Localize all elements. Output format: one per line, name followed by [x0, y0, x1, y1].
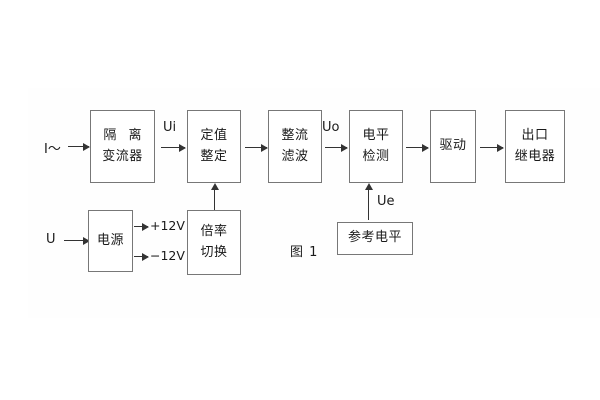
arrow-power-supply-neg12v: [134, 252, 149, 261]
arrow-multiplier-to-setting: [210, 183, 219, 210]
arrow-driver-to-output-relay: [480, 143, 504, 152]
block-level-detect-line2: 检测: [362, 148, 390, 164]
block-setting-line1: 定值: [200, 128, 228, 144]
voltage-input-label: U: [46, 232, 56, 247]
block-rectifier-line2: 滤波: [281, 148, 309, 164]
arrow-rectifier-to-level-detect: [325, 143, 348, 152]
rail-neg12v-label: −12V: [150, 248, 185, 263]
arrow-isolation-to-setting: [161, 143, 186, 152]
block-reference-level[interactable]: 参考电平: [337, 222, 413, 255]
arrow-current-to-isolation: [68, 142, 90, 151]
block-level-detection[interactable]: 电平 检测: [349, 110, 403, 183]
rail-pos12v-label: +12V: [150, 218, 185, 233]
signal-ue-label: Ue: [377, 194, 395, 209]
block-power-supply[interactable]: 电源: [88, 210, 133, 272]
block-reference-level-line1: 参考电平: [347, 230, 402, 246]
block-isolation-line2: 变流器: [102, 148, 143, 164]
block-isolation-line1: 隔 离: [103, 128, 146, 144]
block-rectifier-line1: 整流: [281, 128, 309, 144]
block-output-relay-line1: 出口: [521, 128, 549, 144]
block-power-supply-line1: 电源: [96, 232, 124, 248]
block-driver-line1: 驱动: [439, 138, 467, 154]
block-isolation-transformer[interactable]: 隔 离 变流器: [90, 110, 155, 183]
block-setting-line2: 整定: [200, 148, 228, 164]
arrow-power-supply-pos12v: [134, 222, 149, 231]
arrow-level-detect-to-driver: [406, 143, 429, 152]
block-multiplier-switch[interactable]: 倍率 切换: [187, 210, 241, 275]
current-input-label: I～: [44, 142, 61, 157]
signal-uo-label: Uo: [322, 120, 340, 135]
block-rectifier-filter[interactable]: 整流 滤波: [268, 110, 322, 183]
arrow-reference-to-level-detect: [364, 183, 373, 220]
arrow-setting-to-rectifier: [245, 143, 268, 152]
block-multiplier-line1: 倍率: [200, 224, 228, 240]
block-driver[interactable]: 驱动: [430, 110, 476, 183]
signal-ui-label: Ui: [163, 120, 177, 135]
arrow-voltage-to-power-supply: [64, 236, 90, 245]
block-level-detect-line1: 电平: [362, 128, 390, 144]
block-output-relay[interactable]: 出口 继电器: [505, 110, 565, 183]
block-multiplier-line2: 切换: [200, 244, 228, 260]
block-value-setting[interactable]: 定值 整定: [187, 110, 241, 183]
block-output-relay-line2: 继电器: [514, 148, 556, 164]
figure-caption: 图 1: [290, 245, 319, 260]
